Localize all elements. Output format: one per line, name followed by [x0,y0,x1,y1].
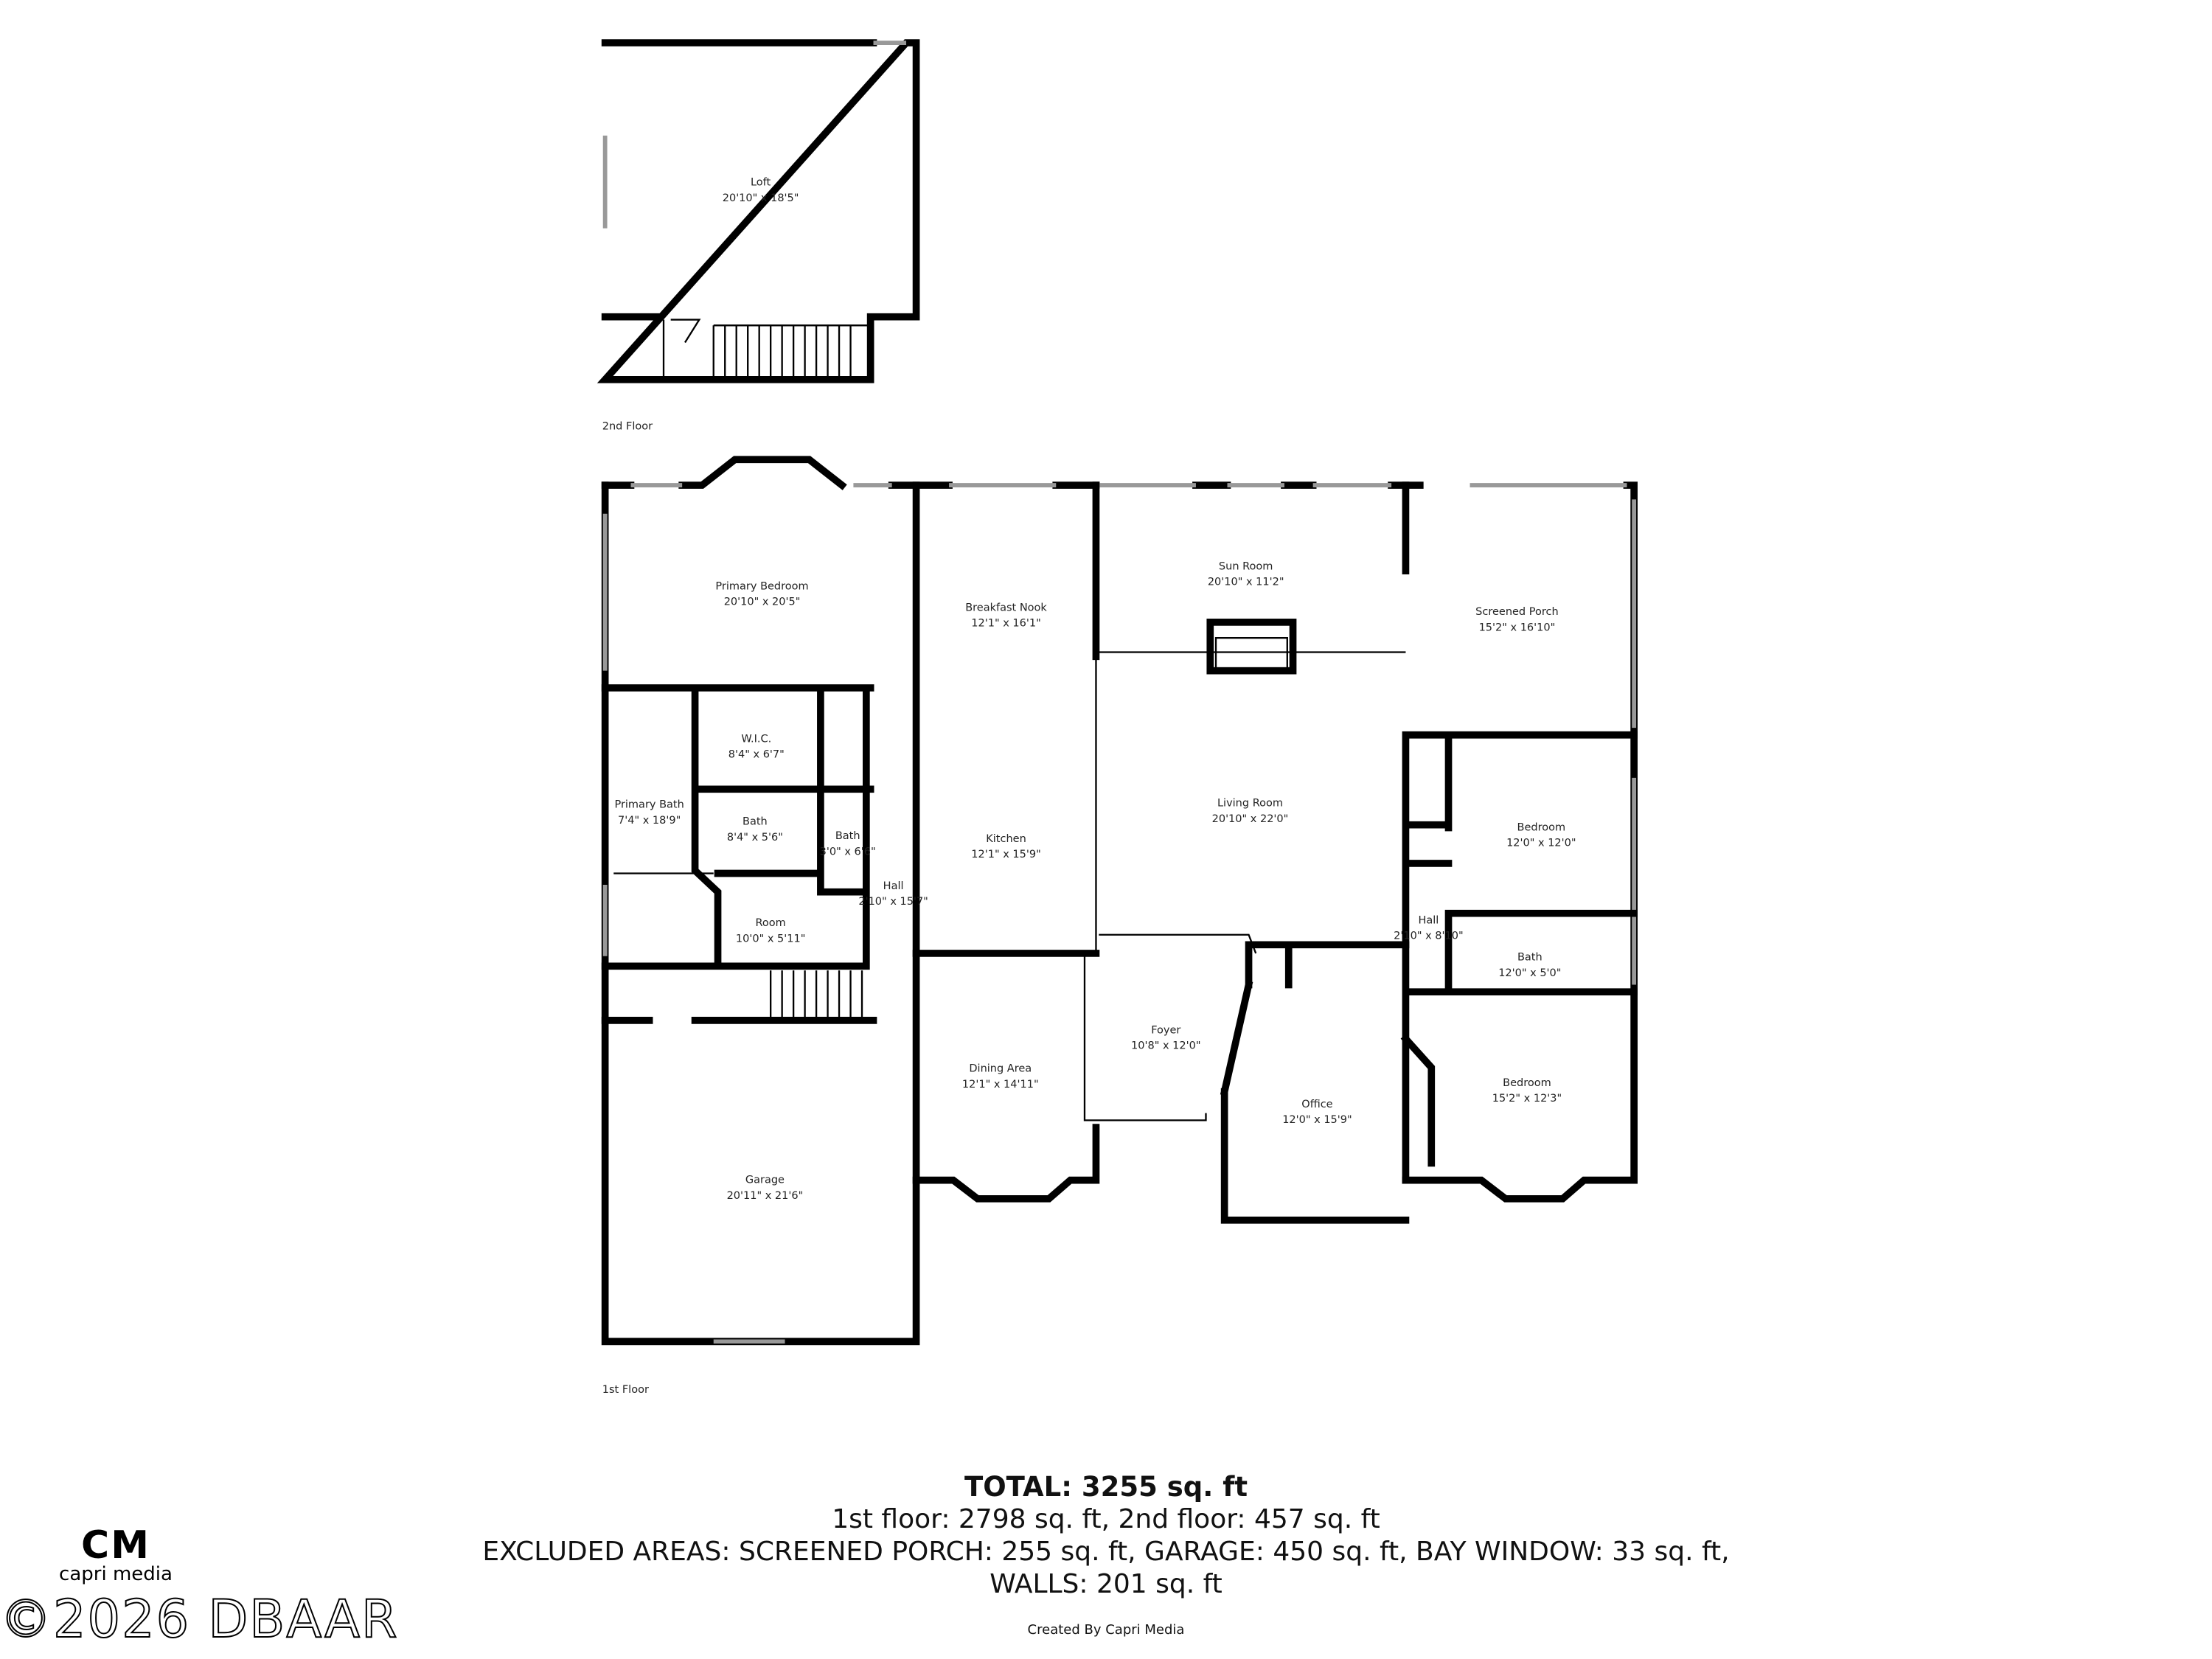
room-dims-bath-small: 3'0" x 6'6" [820,846,876,858]
room-dims-screened-porch: 15'2" x 16'10" [1479,622,1556,633]
room-dims-office: 12'0" x 15'9" [1282,1114,1352,1126]
room-label-screened-porch: Screened Porch [1475,606,1559,618]
room-dims-dining: 12'1" x 14'11" [962,1079,1039,1091]
room-label-hall: Hall [883,880,904,892]
room-label-dining: Dining Area [969,1063,1032,1075]
room-dims-loft: 20'10" x 18'5" [723,192,799,204]
room-label-loft: Loft [751,177,771,189]
walls-area: WALLS: 201 sq. ft [990,1569,1222,1599]
room-label-bath-small: Bath [835,830,860,842]
room-label-sun-room: Sun Room [1219,560,1273,572]
room-label-primary-bath: Primary Bath [614,799,684,810]
room-label-bedroom-2: Bedroom [1503,1077,1551,1089]
room-label-foyer: Foyer [1151,1024,1180,1036]
room-label-garage: Garage [745,1175,785,1186]
room-dims-breakfast-nook: 12'1" x 16'1" [971,618,1040,630]
room-label-bath-3: Bath [1517,952,1543,964]
room-dims-bath: 8'4" x 5'6" [727,832,783,844]
room-dims-bedroom-2: 15'2" x 12'3" [1492,1093,1562,1105]
second-floor-walls [597,39,920,383]
room-dims-wic: 8'4" x 6'7" [728,749,785,761]
room-dims-kitchen: 12'1" x 15'9" [971,849,1040,860]
room-dims-hall-2: 2'10" x 8'10" [1394,931,1463,942]
room-dims-garage: 20'11" x 21'6" [727,1190,804,1202]
capri-media-logo: CM capri media [53,1526,178,1584]
floor-areas: 1st floor: 2798 sq. ft, 2nd floor: 457 s… [832,1504,1380,1534]
first-floor-walls [601,456,1638,1346]
room-dims-living-room: 20'10" x 22'0" [1212,813,1289,825]
copyright-watermark: ©2026 DBAAR [0,1589,399,1649]
room-labels: Primary Bedroom 20'10" x 20'5" Breakfast… [614,560,1576,1202]
room-label-office: Office [1301,1099,1332,1110]
excluded-areas: EXCLUDED AREAS: SCREENED PORCH: 255 sq. … [482,1537,1730,1567]
credit-text: Created By Capri Media [1027,1622,1185,1638]
room-dims-foyer: 10'8" x 12'0" [1131,1040,1200,1052]
room-label-primary-bedroom: Primary Bedroom [715,580,808,592]
room-label-bedroom-1: Bedroom [1517,821,1566,833]
room-label-wic: W.I.C. [741,733,771,745]
room-dims-bath-3: 12'0" x 5'0" [1498,967,1561,979]
logo-mark: CM [81,1523,150,1568]
room-label-bath: Bath [742,816,768,828]
room-label-breakfast-nook: Breakfast Nook [965,602,1047,613]
logo-text: capri media [59,1563,173,1585]
room-dims-bedroom-1: 12'0" x 12'0" [1506,838,1576,849]
room-dims-room: 10'0" x 5'11" [736,933,805,945]
area-summary: TOTAL: 3255 sq. ft 1st floor: 2798 sq. f… [0,1471,2212,1601]
total-area: TOTAL: 3255 sq. ft [964,1471,1248,1503]
room-dims-sun-room: 20'10" x 11'2" [1208,577,1284,588]
room-dims-hall: 2'10" x 15'7" [858,896,928,908]
room-dims-primary-bath: 7'4" x 18'9" [618,815,681,827]
room-label-living-room: Living Room [1217,798,1283,810]
room-label-room: Room [756,917,786,929]
room-dims-primary-bedroom: 20'10" x 20'5" [724,597,801,608]
room-label-hall-2: Hall [1418,914,1439,926]
floor-label-2nd: 2nd Floor [602,421,653,433]
room-label-kitchen: Kitchen [986,833,1026,845]
floor-label-1st: 1st Floor [602,1384,649,1396]
